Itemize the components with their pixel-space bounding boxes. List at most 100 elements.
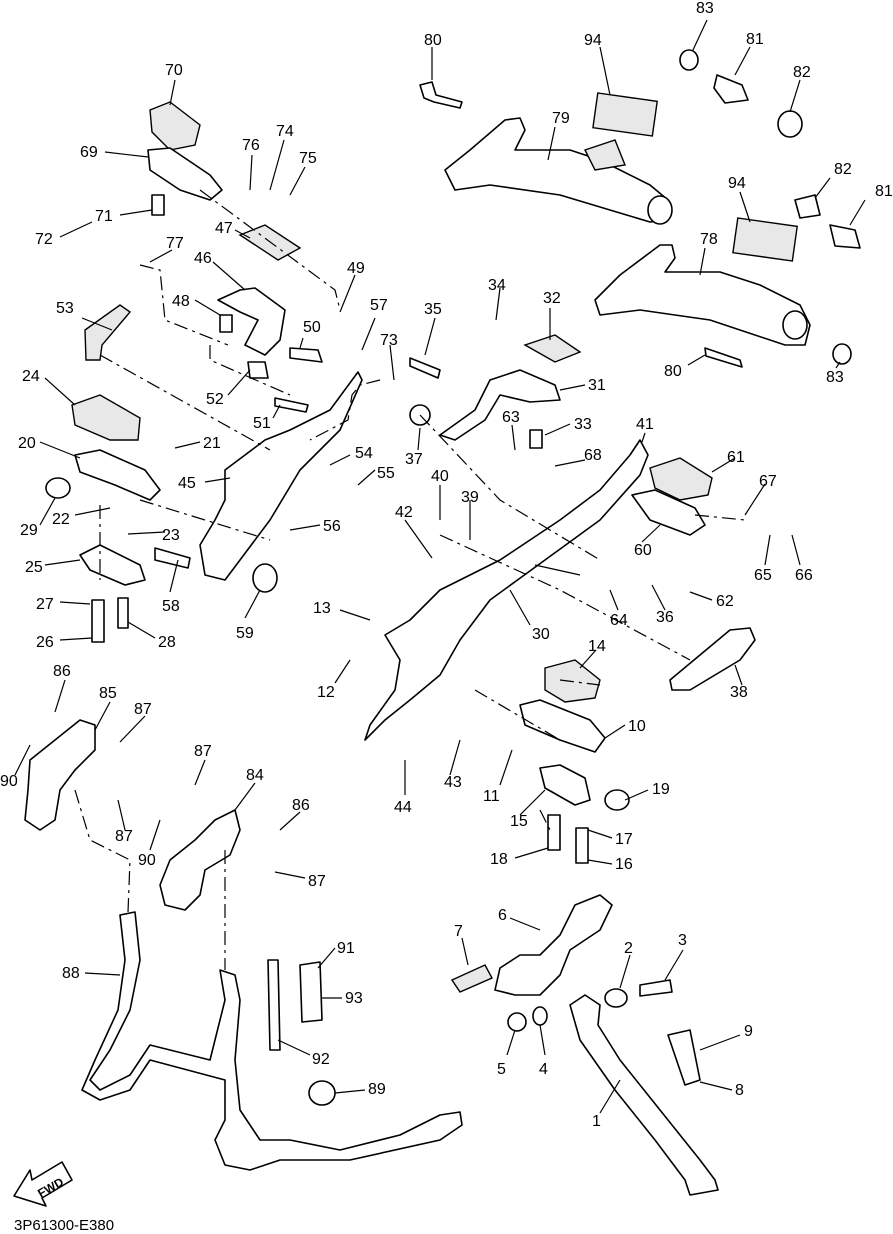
callout-43: 43 [444,774,462,791]
rubber-block-94-b [732,217,799,262]
callout-75: 75 [299,150,317,167]
callout-82: 82 [793,64,811,81]
plate-7 [450,964,493,993]
bolt-80-bottom [704,347,743,368]
callout-35: 35 [424,301,442,318]
callout-16: 16 [615,856,633,873]
callout-81: 81 [746,31,764,48]
callout-19: 19 [652,781,670,798]
callout-49: 49 [347,260,365,277]
main-bracket-30 [364,439,649,741]
footrest-70 [149,101,201,151]
plate-38 [669,627,756,691]
callout-10: 10 [628,718,646,735]
callout-6: 6 [498,907,507,924]
callout-61: 61 [727,449,745,466]
spring-92 [267,959,281,1051]
callout-47: 47 [215,220,233,237]
callout-87c: 87 [194,743,212,760]
callout-44: 44 [394,799,412,816]
callout-60: 60 [634,542,652,559]
assembly-lines [74,189,746,970]
callout-42: 42 [395,504,413,521]
collar-82-right [794,194,821,219]
side-stand-bracket-6 [494,894,613,996]
callout-77: 77 [166,235,184,252]
plate-32 [523,334,582,363]
nut-5 [507,1012,527,1032]
callout-76: 76 [242,137,260,154]
spring-91 [299,961,323,1023]
footrest-bracket-31 [439,369,561,441]
bolt-58 [154,547,191,569]
callout-23: 23 [162,527,180,544]
callout-65: 65 [754,567,772,584]
callout-81b: 81 [875,183,893,200]
damper-89 [308,1080,336,1106]
center-stand-bracket-84 [159,809,241,911]
side-stand-1 [569,994,719,1196]
callout-79: 79 [552,110,570,127]
reference-code: 3P61300-E380 [14,1217,114,1234]
callout-58: 58 [162,598,180,615]
bolt-3 [639,979,673,997]
callout-22: 22 [52,511,70,528]
callout-1: 1 [592,1113,601,1130]
callout-70: 70 [165,62,183,79]
washer-83-top [679,49,699,71]
bolt-16 [575,827,589,864]
callout-37: 37 [405,451,423,468]
callout-28: 28 [158,634,176,651]
callout-94: 94 [584,32,602,49]
washer-83-bottom [832,343,852,365]
bolt-51 [274,397,309,413]
footrest-bracket-45 [199,371,363,581]
callout-53: 53 [56,300,74,317]
bolt-28 [117,597,129,629]
callout-leaders [14,19,866,1114]
footrest-bracket-20 [74,449,161,501]
footrest-bracket-10 [519,699,606,753]
callout-94b: 94 [728,175,746,192]
callout-90: 90 [0,773,18,790]
callout-87d: 87 [308,873,326,890]
bolt-35 [409,357,441,379]
callout-55: 55 [377,465,395,482]
callout-63: 63 [502,409,520,426]
callout-5: 5 [497,1061,506,1078]
callout-71: 71 [95,208,113,225]
callout-7: 7 [454,923,463,940]
footrest-bracket-69 [147,147,223,201]
callout-25: 25 [25,559,43,576]
callout-21: 21 [203,435,221,452]
footrest-61 [649,457,713,501]
callout-87: 87 [134,701,152,718]
pin-48 [219,314,233,333]
callout-48: 48 [172,293,190,310]
footrest-bracket-25 [79,544,146,586]
callout-3: 3 [678,932,687,949]
rear-footrest-bracket-right [444,117,669,223]
callout-14: 14 [588,638,606,655]
callout-41: 41 [636,416,654,433]
callout-83b: 83 [826,369,844,386]
callout-32: 32 [543,290,561,307]
bolt-50 [289,347,323,363]
footrest-bracket-60 [631,489,706,536]
callout-67: 67 [759,473,777,490]
collar-81-top [713,74,749,104]
bolt-26 [91,599,105,643]
bracket-boss-left [782,310,808,340]
callout-66: 66 [795,567,813,584]
collar-81-right [829,224,861,249]
callout-72: 72 [35,231,53,248]
callout-90b: 90 [138,852,156,869]
callout-38: 38 [730,684,748,701]
callout-85: 85 [99,685,117,702]
bracket-slot [584,139,626,171]
bolt-80-top [419,81,463,109]
cap-29 [45,477,71,499]
collar-82-top [777,110,803,138]
rubber-block-94-a [592,92,659,137]
